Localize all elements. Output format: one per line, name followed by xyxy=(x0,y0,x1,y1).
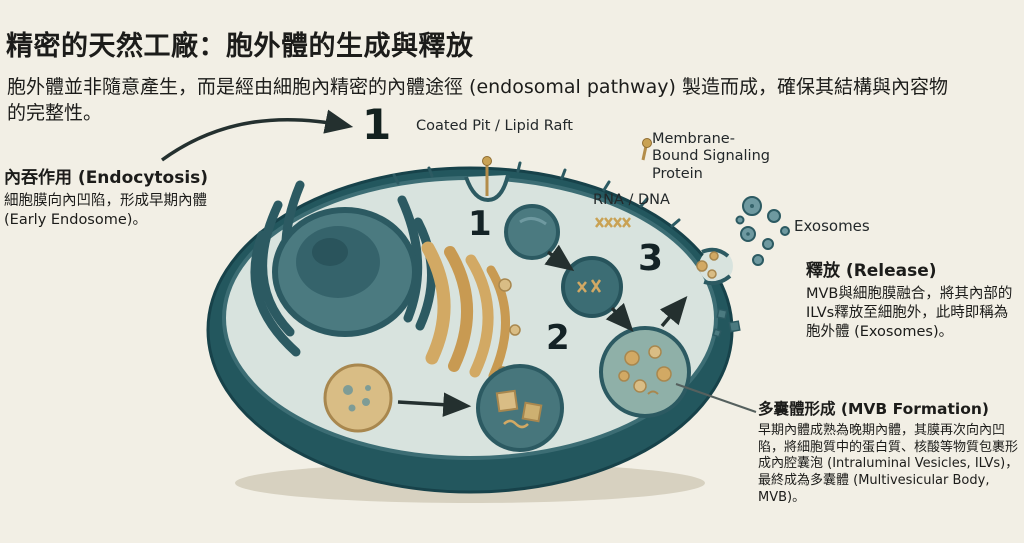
annotation-endocytosis-body: 細胞膜向內凹陷，形成早期內體 (Early Endosome)。 xyxy=(4,193,207,228)
coated-pit-label: Coated Pit / Lipid Raft xyxy=(416,118,573,134)
exosomes-label: Exosomes xyxy=(794,217,870,235)
early-endosome xyxy=(504,204,560,260)
arrow-mvb-to-release xyxy=(659,295,688,328)
cargo-endosome xyxy=(476,364,564,452)
late-endosome xyxy=(561,256,623,318)
coated-pit xyxy=(464,156,510,203)
step-number-2: 2 xyxy=(546,318,570,358)
annotation-release-title: 釋放 (Release) xyxy=(806,261,937,281)
membrane-protein-label: Membrane-Bound Signaling Protein xyxy=(652,131,770,182)
page-title: 精密的天然工廠：胞外體的生成與釋放 xyxy=(6,31,474,63)
flow-arrows xyxy=(160,109,688,417)
secretory-vesicle xyxy=(323,363,393,433)
exosome-dots xyxy=(735,196,790,266)
mvb-vesicle xyxy=(599,326,691,418)
step-number-1-inner: 1 xyxy=(468,204,492,244)
receptor-pin-icon xyxy=(482,156,492,166)
step-number-1-outer: 1 xyxy=(362,100,392,149)
leader-line-mvb-label xyxy=(675,383,757,413)
rna-squiggle-icon xyxy=(595,217,631,228)
page-subtitle: 胞外體並非隨意產生，而是經由細胞內精密的內體途徑 (endosomal path… xyxy=(7,76,948,124)
dna-squiggle-icon xyxy=(577,279,602,293)
arrow-endocytosis-to-1 xyxy=(160,109,354,162)
arrow-vesicle-to-cargo xyxy=(397,392,472,417)
arrow-endosome-to-late xyxy=(544,244,575,272)
annotation-mvb-body: 早期內體成熟為晚期內體，其膜再次向內凹陷，將細胞質中的蛋白質、核酸等物質包裹形成… xyxy=(758,423,1019,505)
annotation-mvb-title: 多囊體形成 (MVB Formation) xyxy=(758,400,989,418)
annotation-endocytosis: 內吞作用 (Endocytosis) 細胞膜向內凹陷，形成早期內體 (Early… xyxy=(4,163,226,230)
annotation-endocytosis-title: 內吞作用 (Endocytosis) xyxy=(4,168,209,188)
golgi-apparatus xyxy=(421,241,521,381)
signal-protein-pin-icon xyxy=(641,138,652,161)
membrane-tick-icons xyxy=(392,161,681,228)
release-opening xyxy=(696,247,733,286)
cytosolic-particles xyxy=(712,308,741,338)
step-number-3: 3 xyxy=(638,238,664,279)
rna-dna-label: RNA / DNA xyxy=(593,192,670,208)
nucleus xyxy=(272,207,418,337)
annotation-release-body: MVB與細胞膜融合，將其內部的ILVs釋放至細胞外，此時即稱為胞外體 (Exos… xyxy=(806,286,1013,340)
annotation-release: 釋放 (Release) MVB與細胞膜融合，將其內部的ILVs釋放至細胞外，此… xyxy=(806,256,1020,342)
annotation-mvb-formation: 多囊體形成 (MVB Formation) 早期內體成熟為晚期內體，其膜再次向內… xyxy=(758,397,1020,506)
arrow-late-to-mvb xyxy=(605,302,634,332)
nucleolus xyxy=(312,238,348,266)
